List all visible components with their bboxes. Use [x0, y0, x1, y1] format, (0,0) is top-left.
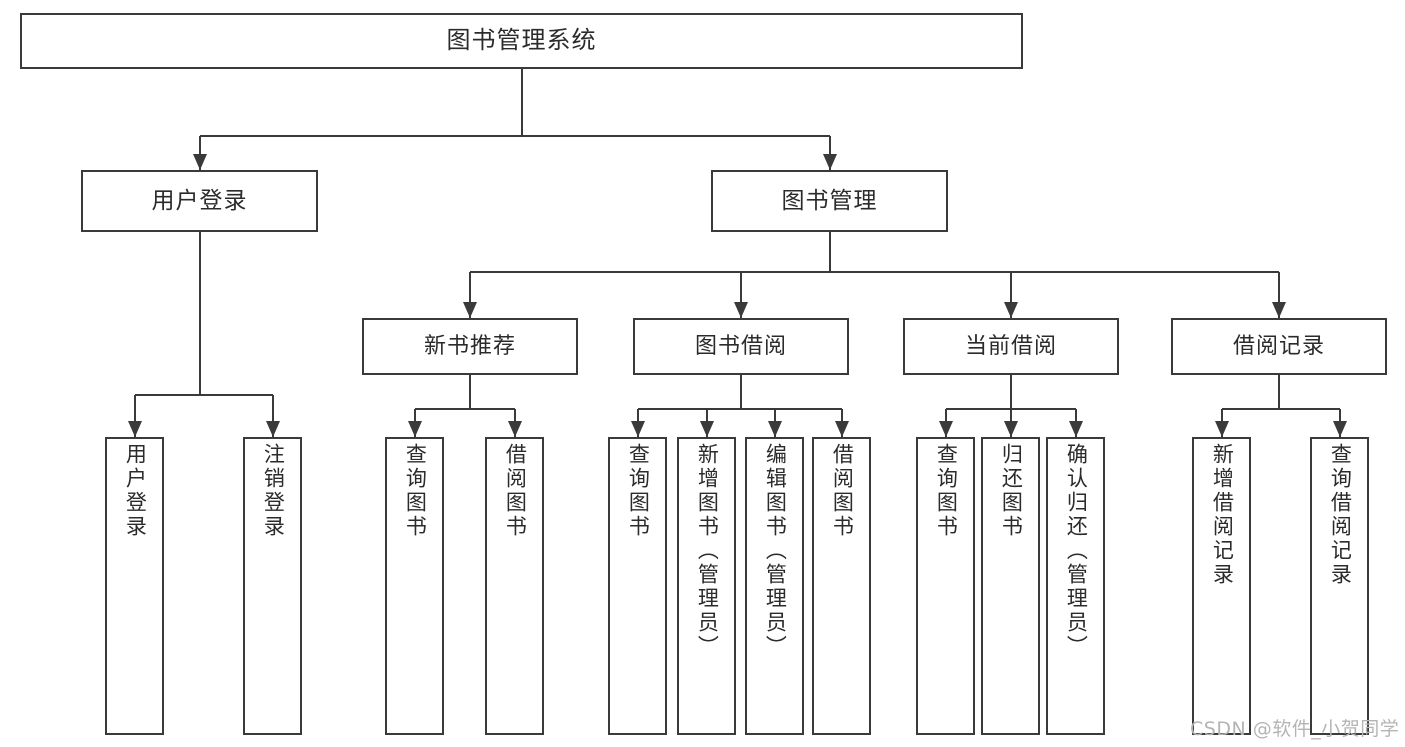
connector-trunk [520, 69, 523, 136]
connector-bus [470, 271, 1279, 273]
connector-bus [134, 394, 273, 396]
node-label: 借阅图书 [503, 443, 528, 539]
arrowhead-icon [630, 421, 645, 437]
node-leaf-query-book-current[interactable]: 查询图书 [916, 437, 975, 735]
node-label: 查询借阅记录 [1328, 443, 1353, 587]
arrowhead-icon [734, 302, 748, 318]
connector-branch [271, 395, 274, 437]
node-label: 图书管理系统 [446, 26, 597, 55]
connector-branch [828, 136, 831, 170]
connector-bus [637, 408, 842, 410]
connector-branch [198, 136, 201, 170]
node-label: 图书借阅 [694, 333, 787, 359]
connector-trunk [1010, 375, 1012, 409]
node-label: 当前借阅 [964, 333, 1057, 359]
arrowhead-icon [1214, 421, 1229, 437]
node-label: 用户登录 [151, 187, 248, 214]
node-leaf-query-borrow-record[interactable]: 查询借阅记录 [1310, 437, 1369, 735]
arrowhead-icon [463, 302, 477, 318]
arrowhead-icon [938, 421, 953, 437]
connector-trunk [828, 232, 831, 272]
node-label: 查询图书 [934, 443, 959, 539]
node-label: 新书推荐 [423, 333, 516, 359]
node-borrow-record[interactable]: 借阅记录 [1171, 318, 1387, 375]
node-leaf-user-login[interactable]: 用户登录 [105, 437, 164, 735]
node-book-borrow[interactable]: 图书借阅 [633, 318, 849, 375]
connector-trunk [1278, 375, 1280, 409]
node-leaf-query-book-borrow[interactable]: 查询图书 [608, 437, 667, 735]
connector-bus [414, 408, 515, 410]
connector-branch [1278, 272, 1280, 318]
node-label: 新增图书（管理员） [695, 443, 720, 659]
node-user-login[interactable]: 用户登录 [81, 170, 318, 232]
node-label: 编辑图书（管理员） [763, 443, 788, 659]
node-leaf-edit-book-admin[interactable]: 编辑图书（管理员） [745, 437, 804, 735]
node-leaf-add-borrow-record[interactable]: 新增借阅记录 [1192, 437, 1251, 735]
node-current-borrow[interactable]: 当前借阅 [903, 318, 1119, 375]
connector-trunk [469, 375, 471, 409]
csdn-watermark: CSDN @软件_小贺同学 [1190, 718, 1400, 740]
node-label: 用户登录 [123, 443, 148, 539]
node-label: 归还图书 [999, 443, 1024, 539]
arrowhead-icon [1332, 421, 1347, 437]
node-leaf-user-logout[interactable]: 注销登录 [243, 437, 302, 735]
arrowhead-icon [699, 421, 714, 437]
node-new-book-recommend[interactable]: 新书推荐 [362, 318, 578, 375]
arrowhead-icon [1004, 302, 1018, 318]
node-label: 借阅记录 [1232, 333, 1325, 359]
node-label: 确认归还（管理员） [1064, 443, 1089, 659]
node-leaf-borrow-book-recommend[interactable]: 借阅图书 [485, 437, 544, 735]
arrowhead-icon [767, 421, 782, 437]
node-root-system[interactable]: 图书管理系统 [20, 13, 1023, 69]
connector-branch [469, 272, 471, 318]
arrowhead-icon [834, 421, 849, 437]
node-label: 注销登录 [261, 443, 286, 539]
connector-bus [199, 135, 830, 137]
arrowhead-icon [1272, 302, 1286, 318]
arrowhead-icon [407, 421, 422, 437]
connector-bus [1221, 408, 1340, 410]
node-book-management[interactable]: 图书管理 [711, 170, 948, 232]
node-leaf-borrow-book[interactable]: 借阅图书 [812, 437, 871, 735]
node-leaf-query-book-recommend[interactable]: 查询图书 [385, 437, 444, 735]
arrowhead-icon [265, 421, 280, 437]
arrowhead-icon [127, 421, 142, 437]
connector-trunk [740, 375, 742, 409]
arrowhead-icon [1068, 421, 1083, 437]
arrowhead-icon [192, 154, 207, 170]
node-label: 图书管理 [781, 187, 878, 214]
node-leaf-confirm-return-admin[interactable]: 确认归还（管理员） [1046, 437, 1105, 735]
arrowhead-icon [507, 421, 522, 437]
node-label: 查询图书 [403, 443, 428, 539]
arrowhead-icon [1003, 421, 1018, 437]
connector-branch [740, 272, 742, 318]
connector-trunk [198, 232, 201, 395]
node-leaf-add-book-admin[interactable]: 新增图书（管理员） [677, 437, 736, 735]
node-label: 新增借阅记录 [1210, 443, 1235, 587]
connector-branch [1010, 272, 1012, 318]
connector-branch [133, 395, 136, 437]
node-leaf-return-book[interactable]: 归还图书 [981, 437, 1040, 735]
node-label: 查询图书 [626, 443, 651, 539]
arrowhead-icon [822, 154, 837, 170]
node-label: 借阅图书 [830, 443, 855, 539]
